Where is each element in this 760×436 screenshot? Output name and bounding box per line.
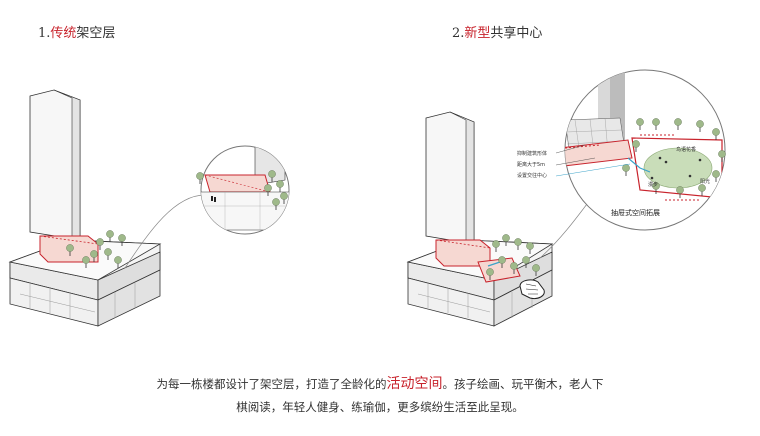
zoom-caption: 抽屉式空间拓展 <box>611 208 660 217</box>
caption-line-1: 为每一栋楼都设计了架空层，打造了全龄化的活动空间。孩子绘画、玩平衡木，老人下 <box>0 373 760 393</box>
courtyard-label-2: 阳光 <box>700 178 710 185</box>
right-callout-connector <box>539 199 591 259</box>
caption-line-1-end: 。孩子绘画、玩平衡木，老人下 <box>442 377 604 391</box>
callout-label-3: 设置交往中心 <box>517 172 547 179</box>
callout-labels: 抑制建筑形体 距离大于5m 设置交往中心 鸟语花香 阳光 漫步 抽屉式空间拓展 <box>517 146 710 217</box>
left-building-model <box>8 89 162 327</box>
right-title-number: 2. <box>452 26 465 41</box>
right-diagram-title: 2.新型共享中心 <box>452 22 542 41</box>
courtyard-label-3: 漫步 <box>648 181 658 188</box>
left-title-highlight: 传统 <box>50 26 77 41</box>
caption-line-1-start: 为每一栋楼都设计了架空层，打造了全龄化的 <box>156 377 387 391</box>
left-zoom-callout <box>195 145 290 235</box>
callout-label-2: 距离大于5m <box>517 161 545 168</box>
caption-highlight: 活动空间 <box>386 376 443 392</box>
hand-pull-icon <box>519 279 545 299</box>
left-title-rest: 架空层 <box>76 26 116 41</box>
caption-line-2: 棋阅读，年轻人健身、练瑜伽，更多缤纷生活至此呈现。 <box>236 400 524 414</box>
courtyard-label-1: 鸟语花香 <box>676 146 696 153</box>
left-diagram-title: 1.传统架空层 <box>38 22 115 41</box>
left-title-number: 1. <box>38 26 51 41</box>
callout-label-1: 抑制建筑形体 <box>517 150 547 157</box>
right-title-rest: 共享中心 <box>490 26 543 41</box>
right-zoom-callout <box>555 69 726 231</box>
left-callout-connector <box>124 194 206 269</box>
right-title-highlight: 新型 <box>464 26 491 41</box>
